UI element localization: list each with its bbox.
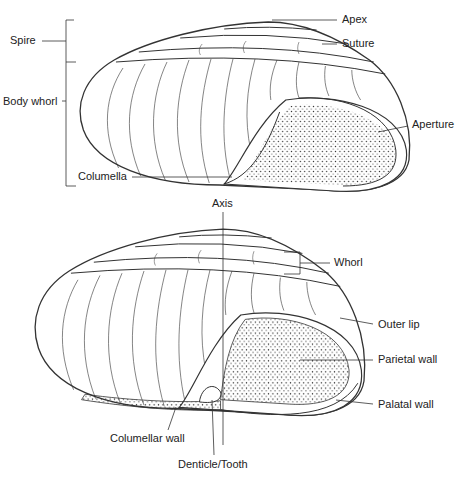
part-label: Outer lip	[378, 318, 420, 331]
part-label: Apex	[342, 13, 367, 26]
part-label: Body whorl	[3, 95, 57, 108]
part-label: Aperture	[412, 118, 454, 131]
part-label: Palatal wall	[378, 398, 434, 411]
part-label: Denticle/Tooth	[178, 458, 248, 471]
part-label: Columellar wall	[110, 432, 185, 445]
shell-bottom	[35, 229, 365, 415]
shell-top	[80, 22, 410, 191]
part-label: Axis	[212, 197, 233, 210]
part-label: Whorl	[334, 256, 363, 269]
part-label: Columella	[78, 170, 127, 183]
leader-lines	[42, 20, 408, 455]
part-label: Parietal wall	[378, 353, 437, 366]
part-label: Spire	[10, 34, 36, 47]
part-label: Suture	[342, 37, 374, 50]
